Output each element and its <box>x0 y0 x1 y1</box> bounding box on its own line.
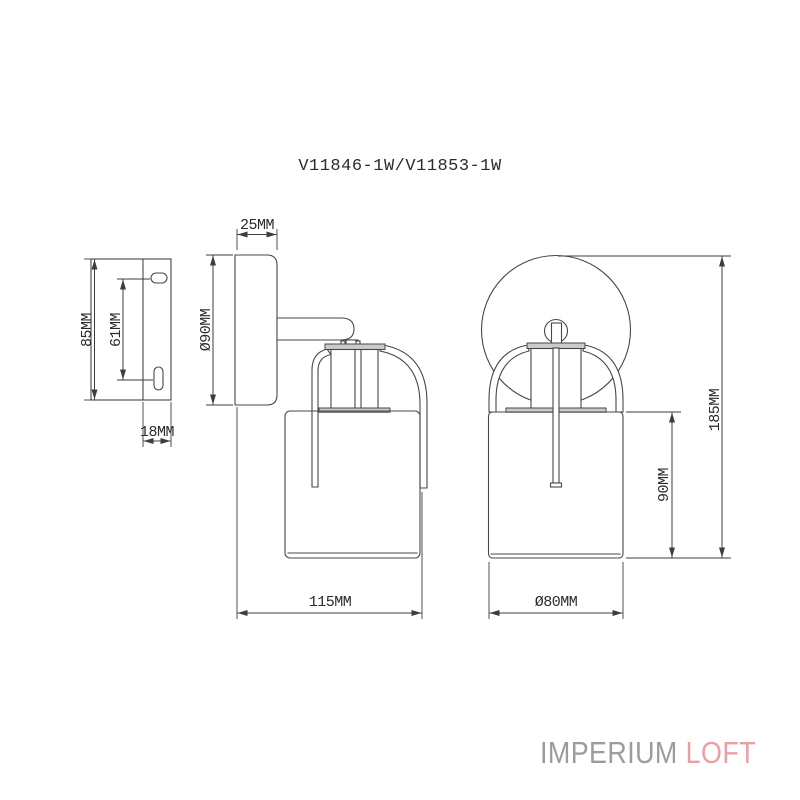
socket-cap-side <box>324 343 386 350</box>
shade-side <box>284 410 421 559</box>
bracket-outline <box>90 258 172 401</box>
bracket-side-view: 85MM 61MM 18MM <box>79 258 175 447</box>
dim-90-label: 90MM <box>656 468 673 503</box>
lamp-front-view: 185MM 90MM Ø80MM <box>480 254 731 619</box>
dim-115-label: 115MM <box>309 594 352 611</box>
mounting-slot-bottom <box>153 366 164 391</box>
brand-logo: IMPERIUM LOFT <box>540 735 756 770</box>
knob-stem <box>550 322 563 345</box>
socket-rod-lines <box>354 349 362 409</box>
dim-d90-label: Ø90MM <box>198 308 215 351</box>
brand-logo-imperium: IMPERIUM <box>540 735 678 770</box>
dim-85-label: 85MM <box>79 313 96 348</box>
mounting-slot-top <box>150 272 168 284</box>
dim-61-label: 61MM <box>108 313 125 348</box>
cage-wire-back <box>311 348 332 488</box>
wall-plate-side <box>234 254 278 406</box>
lamp-side-view: 25MM Ø90MM 115MM <box>198 217 428 619</box>
center-rod <box>552 347 560 484</box>
dim-185-label: 185MM <box>707 388 724 431</box>
model-title: V11846-1W/V11853-1W <box>298 157 502 176</box>
dim-25-label: 25MM <box>240 217 275 234</box>
shade-top-plate-side <box>318 407 391 413</box>
cage-wire-front <box>379 344 428 489</box>
dim-18-label: 18MM <box>140 424 175 441</box>
dim-d80-label: Ø80MM <box>535 594 578 611</box>
arm-side <box>276 317 355 341</box>
center-rod-endcap <box>549 482 563 488</box>
brand-logo-loft: LOFT <box>686 735 756 770</box>
